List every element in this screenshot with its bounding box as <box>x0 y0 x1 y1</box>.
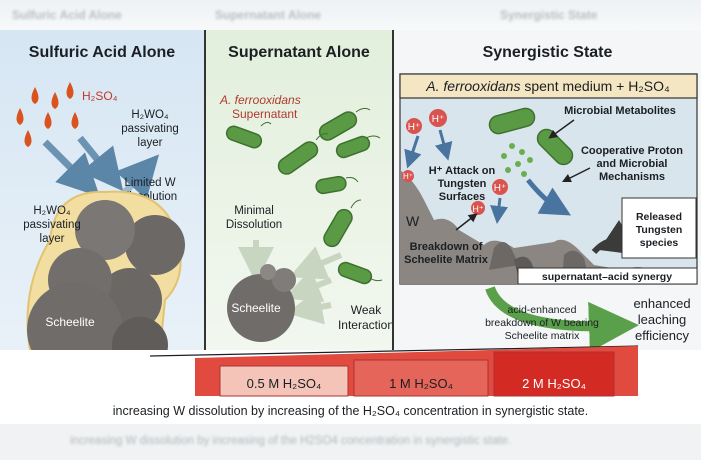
released-species-box <box>621 197 697 259</box>
layer-label-top-3: layer <box>138 137 163 149</box>
proton-label-5: H⁺ <box>472 204 483 214</box>
layer-label-left-2: passivating <box>23 219 81 231</box>
released-label-3: species <box>640 237 679 249</box>
w-fragment-1 <box>489 241 519 270</box>
metabolites-label: Microbial Metabolites <box>564 105 676 117</box>
scheelite-label-2: Scheelite <box>231 301 281 315</box>
panel-supernatant: Supernatant Alone A. ferrooxidans Supern… <box>206 30 394 350</box>
metabolite-dots <box>501 143 533 177</box>
attack-label-1: H⁺ Attack on <box>429 165 496 177</box>
conc-label-3: 2 M H₂SO₄ <box>522 376 586 391</box>
proton-label-2: H⁺ <box>432 114 445 125</box>
panel-title-synergistic: Synergistic State <box>482 44 613 61</box>
minimal-label-2: Dissolution <box>226 219 282 231</box>
layer-label-top-1: H₂WO₄ <box>131 109 169 121</box>
ghost-title-2: Supernatant Alone <box>215 8 322 22</box>
acid-arrow-1 <box>42 139 100 197</box>
flagella-lines <box>260 107 383 282</box>
w-symbol-1: W <box>406 213 420 229</box>
acid-enhanced-label-2: breakdown of W bearing <box>485 317 599 329</box>
ghost-footer-strip: increasing W dissolution by increasing o… <box>0 424 701 460</box>
conc-label-1: 0.5 M H₂SO₄ <box>247 376 322 391</box>
metabolite-arrow <box>526 178 572 216</box>
acid-enhanced-label-3: Scheelite matrix <box>505 330 580 342</box>
enhanced-label-3: efficiency <box>635 328 689 343</box>
proton-label-3: H⁺ <box>403 172 413 181</box>
concentration-strip: 0.5 M H₂SO₄ 1 M H₂SO₄ 2 M H₂SO₄ <box>149 345 639 397</box>
panel-title-supernatant: Supernatant Alone <box>228 44 370 61</box>
layer-label-left-3: layer <box>40 233 65 245</box>
weak-arrow-1 <box>289 246 343 280</box>
synergistic-illustration: A. ferrooxidans spent medium + H₂SO₄ W W… <box>399 73 698 352</box>
weak-label-1: Weak <box>351 303 382 317</box>
panel-synergistic: Synergistic State A. ferrooxidans spent … <box>394 30 701 352</box>
bacteria-icons-synergy <box>488 107 574 166</box>
scheelite-label-1: Scheelite <box>45 315 95 329</box>
breakdown-label-2: Scheelite Matrix <box>404 254 489 266</box>
coop-label-1: Cooperative Proton <box>581 145 683 157</box>
weak-arrow-2 <box>284 268 333 303</box>
acid-formula: H₂SO₄ <box>82 89 118 103</box>
released-label-2: Tungsten <box>636 224 682 236</box>
ghost-header-strip: Sulfuric Acid Alone Supernatant Alone Sy… <box>0 0 701 30</box>
coop-pointer <box>561 167 591 183</box>
breakdown-pointer <box>455 213 478 231</box>
minimal-label-1: Minimal <box>234 205 274 217</box>
enhanced-label-2: leaching <box>638 312 686 327</box>
acid-enhanced-label-1: acid-enhanced <box>508 304 577 316</box>
panel-sulfuric-acid: Sulfuric Acid Alone H₂SO₄ H₂WO₄ passivat… <box>0 30 206 378</box>
conc-box-1 <box>219 365 349 397</box>
attack-label-2: Tungsten <box>438 178 487 190</box>
scheelite-rock-small <box>227 264 296 342</box>
figure-caption: increasing W dissolution by increasing o… <box>112 404 589 418</box>
proton-label-4: H⁺ <box>494 183 507 194</box>
bacteria-icons <box>225 111 373 285</box>
coop-label-2: and Microbial <box>597 158 668 170</box>
ghost-title-3: Synergistic State <box>500 8 598 22</box>
enhanced-label-1: enhanced <box>633 296 690 311</box>
organism-name: A. ferrooxidans <box>219 93 301 107</box>
conc-box-2 <box>353 359 489 397</box>
organism-supernatant: Supernatant <box>232 107 298 121</box>
coop-label-3: Mechanisms <box>599 171 665 183</box>
box-header-text: A. ferrooxidans spent medium + H₂SO₄ <box>425 78 670 94</box>
proton-arrow-1 <box>404 135 422 169</box>
released-label-1: Released <box>636 211 682 223</box>
supernatant-illustration: A. ferrooxidans Supernatant Minimal Diss… <box>219 93 394 342</box>
panel-title-sulfuric: Sulfuric Acid Alone <box>28 44 176 61</box>
conc-label-2: 1 M H₂SO₄ <box>389 376 453 391</box>
layer-label-left-1: H₂WO₄ <box>33 205 71 217</box>
breakdown-label-1: Breakdown of <box>410 241 483 253</box>
weak-arrow-3 <box>286 289 332 325</box>
synergy-bar <box>517 267 698 285</box>
metabolites-pointer <box>548 119 575 139</box>
weak-label-2: Interaction <box>338 318 392 332</box>
acid-drop-icons <box>16 82 79 147</box>
proton-arrow-2 <box>434 129 453 161</box>
proton-arrow-3 <box>490 197 508 224</box>
conc-box-3 <box>493 351 615 397</box>
proton-label-1: H⁺ <box>408 122 421 133</box>
ghost-title-1: Sulfuric Acid Alone <box>12 8 122 22</box>
gradient-top-line <box>149 345 639 357</box>
proton-icons <box>402 109 508 215</box>
sulfuric-acid-illustration: H₂SO₄ H₂WO₄ passivating layer Limited W … <box>16 82 185 378</box>
acid-arrow-2 <box>77 135 124 192</box>
tungsten-surface <box>400 170 697 284</box>
attack-label-3: Surfaces <box>439 191 485 203</box>
enhanced-arrow <box>485 286 639 352</box>
synergy-label: supernatant–acid synergy <box>542 271 672 283</box>
release-arrow <box>591 220 639 255</box>
box-header-band <box>399 73 698 99</box>
layer-label-top-2: passivating <box>121 123 179 135</box>
ghost-footer-text: increasing W dissolution by increasing o… <box>70 435 512 447</box>
limited-label-1: Limited W <box>124 177 175 189</box>
